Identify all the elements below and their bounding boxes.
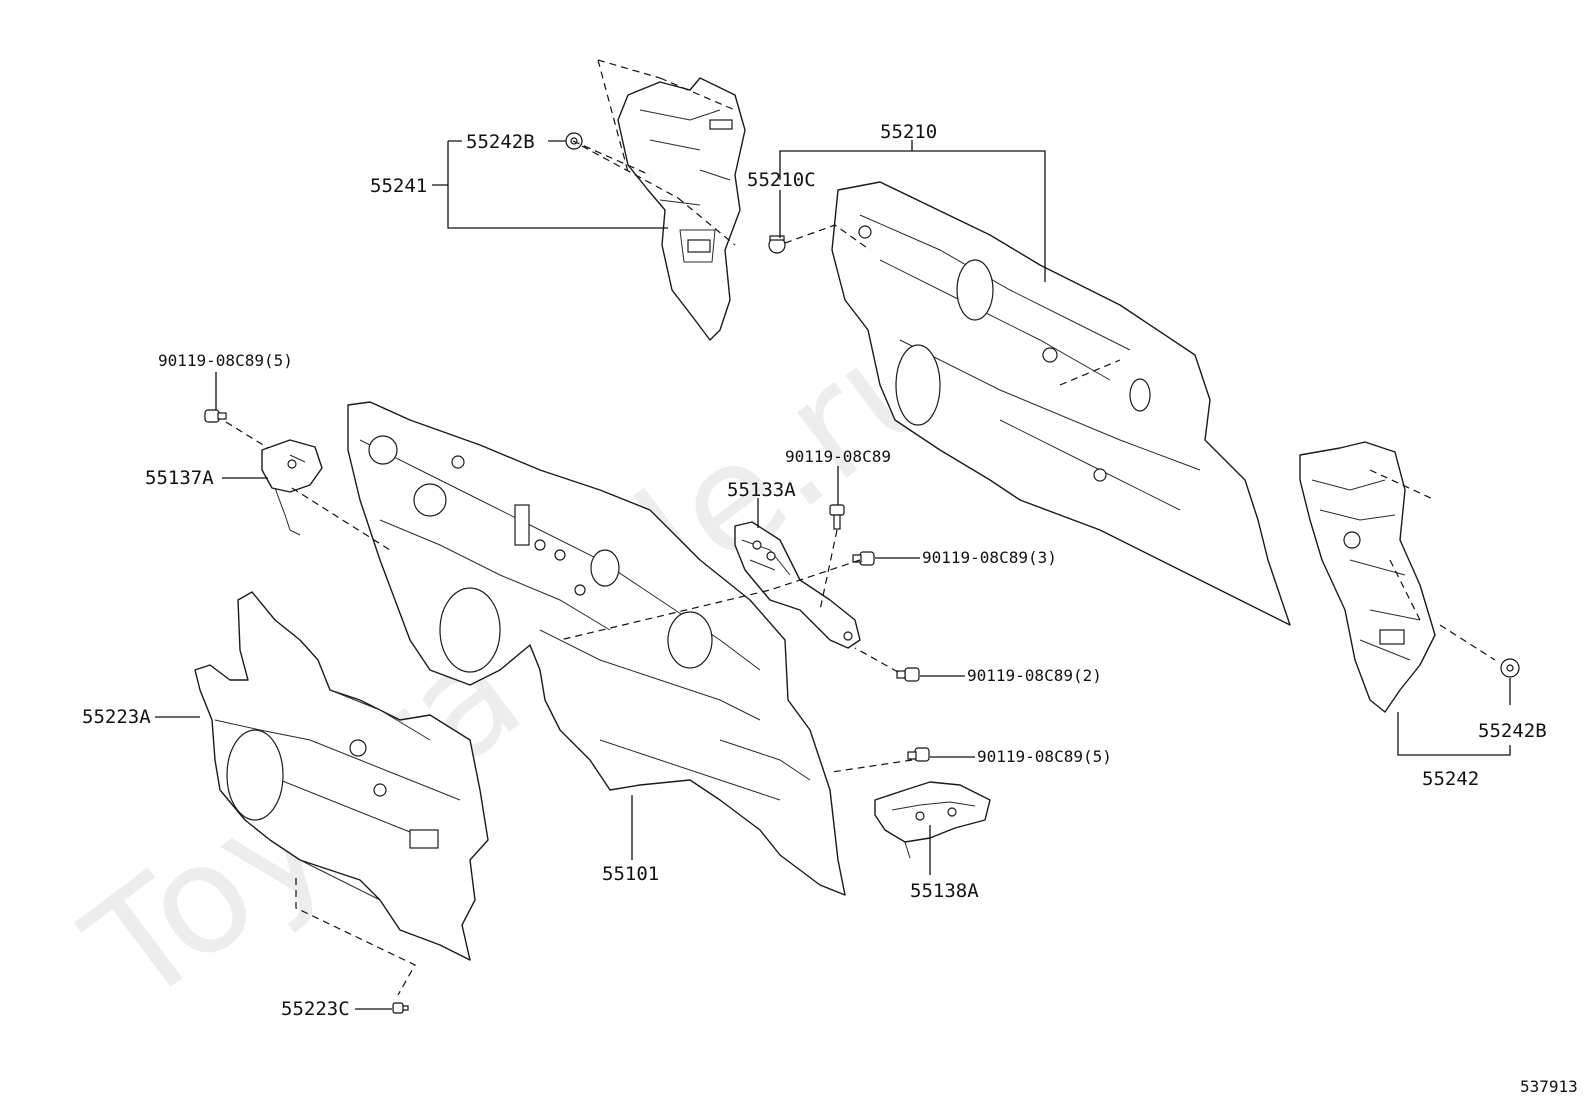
assembly-line-55242 (1369, 469, 1496, 661)
label-55210C[interactable]: 55210C (747, 169, 816, 191)
part-55138A-shape[interactable] (874, 781, 991, 859)
label-55242[interactable]: 55242 (1422, 768, 1479, 790)
label-55137A[interactable]: 55137A (145, 467, 214, 489)
label-55242B-top[interactable]: 55242B (466, 131, 535, 153)
label-90119-08C89-3[interactable]: 90119-08C89(3) (922, 548, 1057, 567)
bolt-icon-90119-5-right[interactable] (907, 747, 930, 762)
label-90119-08C89-5-left[interactable]: 90119-08C89(5) (158, 351, 293, 370)
bolt-icon-90119-center[interactable] (829, 504, 845, 530)
watermark-text: ToyotaTeile.ru (56, 281, 982, 1039)
diagram-id: 537913 (1520, 1077, 1578, 1096)
leader-lines (155, 140, 1511, 1010)
part-55101-shape[interactable] (347, 401, 846, 896)
bolt-icon-90119-2[interactable] (896, 667, 920, 682)
part-55210-shape[interactable] (831, 181, 1291, 626)
bolt-icon-90119-3[interactable] (852, 551, 875, 566)
assembly-line-55241 (581, 59, 736, 246)
assembly-line-55210 (784, 224, 1121, 386)
part-55133A-shape[interactable] (734, 521, 861, 649)
label-90119-08C89-center[interactable]: 90119-08C89 (785, 447, 891, 466)
part-labels: 55242B 55241 55210 55210C 90119-08C89(5)… (82, 121, 1578, 1096)
assembly-lines (225, 140, 913, 773)
label-55242B-right[interactable]: 55242B (1478, 720, 1547, 742)
label-55241[interactable]: 55241 (370, 175, 427, 197)
label-55223A[interactable]: 55223A (82, 706, 151, 728)
label-55210[interactable]: 55210 (880, 121, 937, 143)
label-55133A[interactable]: 55133A (727, 479, 796, 501)
label-55101[interactable]: 55101 (602, 863, 659, 885)
assembly-line-55223C (295, 878, 416, 996)
part-55241-shape[interactable] (617, 77, 746, 341)
bolt-icon-90119-5-left[interactable] (204, 409, 227, 423)
label-55138A[interactable]: 55138A (910, 880, 979, 902)
clip-icon-55210C[interactable] (768, 235, 786, 254)
part-55223A-shape[interactable] (194, 591, 489, 961)
part-55242-shape[interactable] (1299, 441, 1436, 713)
part-55137A-shape[interactable] (261, 439, 323, 536)
clip-icon-55242B-right[interactable] (1500, 658, 1520, 678)
label-90119-08C89-2[interactable]: 90119-08C89(2) (967, 666, 1102, 685)
clip-icon-55223C[interactable] (392, 1002, 409, 1014)
label-55223C[interactable]: 55223C (281, 998, 350, 1020)
label-90119-08C89-5-right[interactable]: 90119-08C89(5) (977, 747, 1112, 766)
